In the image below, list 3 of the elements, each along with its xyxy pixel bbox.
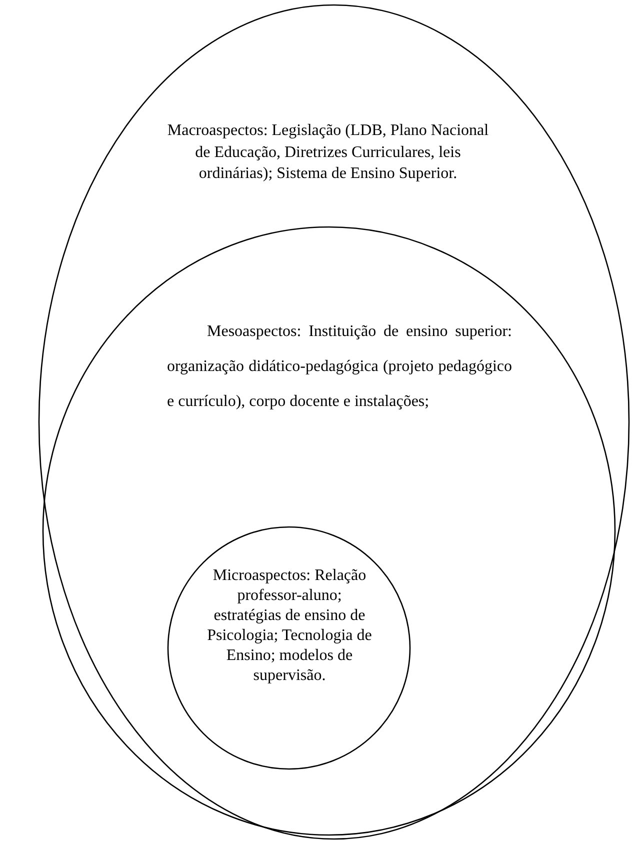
- region-text: Microaspectos: Relação professor-aluno; estratégias de ensino de Psicologia; Tecnologia de Ensino; modelos de supervisão.: [207, 566, 372, 686]
- region-text: Mesoaspectos: Instituição de ensino superior: organização didático-pedagógica (projeto pedagógico e currículo), corpo docente e instalações;: [167, 322, 512, 412]
- region-text: Macroaspectos: Legislação (LDB, Plano Nacional de Educação, Diretrizes Curriculares, leis ordinárias); Sistema de Ensino Superior.: [166, 121, 490, 184]
